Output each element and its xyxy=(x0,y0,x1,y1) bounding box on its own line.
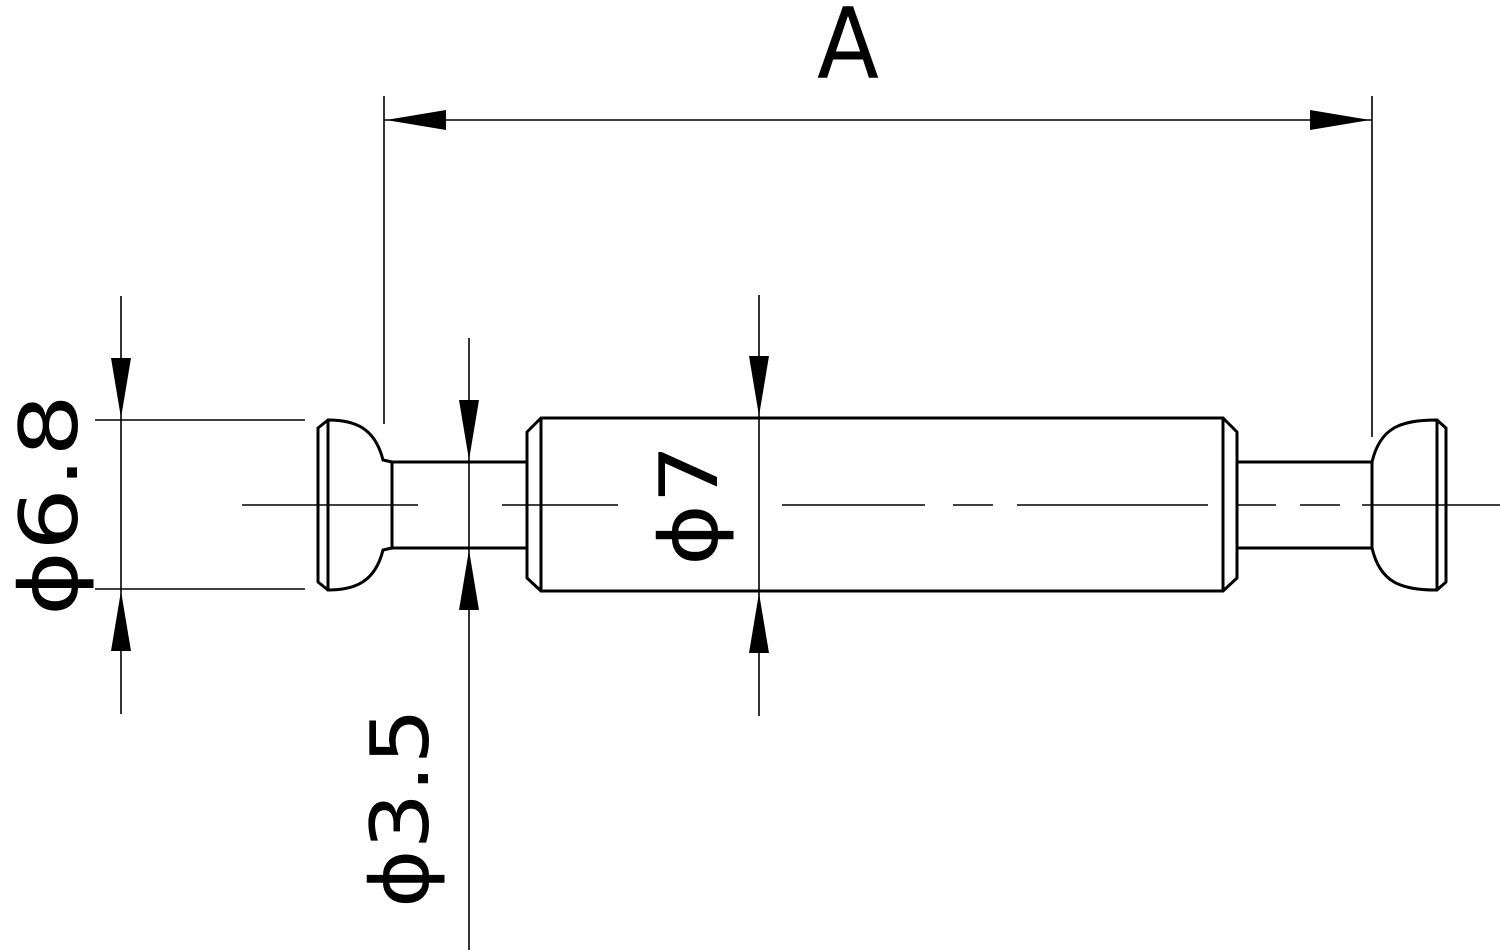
right-head xyxy=(1370,418,1448,592)
arrow-down-icon xyxy=(111,358,131,418)
right-neck xyxy=(1235,460,1374,550)
dimension-head-diameter: ϕ6.8 xyxy=(3,296,305,714)
dimension-head-diameter-label: ϕ6.8 xyxy=(3,394,96,616)
arrow-down-icon xyxy=(749,356,769,416)
arrow-up-icon xyxy=(111,591,131,651)
dimension-body-diameter: ϕ7 xyxy=(643,295,769,716)
dimension-neck-diameter: ϕ3.5 xyxy=(354,338,479,950)
arrow-up-icon xyxy=(459,550,479,610)
dimension-a-label: A xyxy=(817,0,879,102)
dimension-neck-diameter-label: ϕ3.5 xyxy=(354,708,447,908)
dimension-body-diameter-label: ϕ7 xyxy=(643,444,736,566)
left-neck xyxy=(390,460,529,550)
arrow-down-icon xyxy=(459,400,479,460)
arrow-left-icon xyxy=(386,110,446,130)
dimension-a: A xyxy=(383,0,1373,437)
left-head xyxy=(316,418,394,592)
main-body xyxy=(525,416,1239,593)
arrow-right-icon xyxy=(1310,110,1370,130)
arrow-up-icon xyxy=(749,593,769,653)
